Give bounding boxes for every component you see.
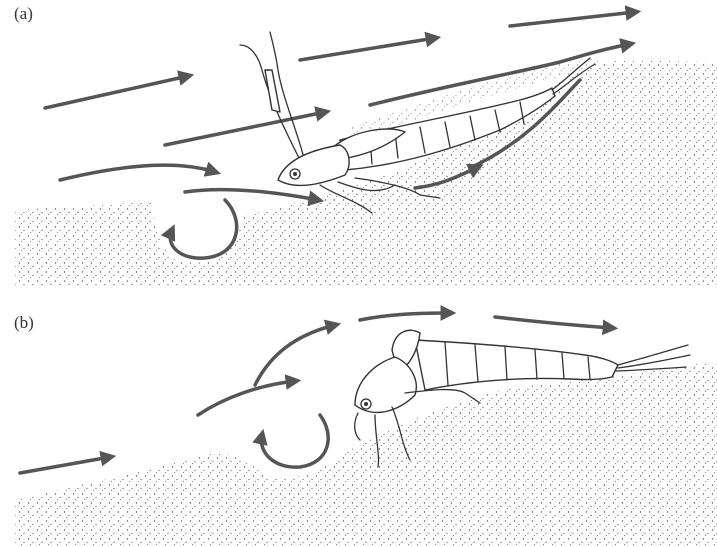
eddy-arrow-icon: [261, 415, 328, 467]
eddy-arrow-icon: [170, 200, 236, 258]
flow-arrow-icon: [255, 325, 335, 385]
flow-arrow-icon: [165, 112, 325, 145]
flow-arrow-icon: [198, 381, 295, 415]
panel-a: (a): [0, 0, 717, 285]
flow-arrow-icon: [360, 313, 450, 320]
sediment-bed: [15, 60, 717, 285]
panel-a-drawing: [0, 0, 717, 285]
flow-arrow-icon: [300, 38, 435, 60]
panel-b: (b): [0, 285, 717, 547]
panel-b-drawing: [0, 285, 717, 547]
flow-arrow-icon: [185, 190, 318, 200]
flow-arrow-icon: [510, 12, 635, 26]
flow-arrow-icon: [20, 457, 110, 473]
flow-arrow-icon: [60, 165, 215, 180]
flow-arrow-icon: [495, 317, 612, 328]
flow-arrow-icon: [45, 76, 188, 108]
